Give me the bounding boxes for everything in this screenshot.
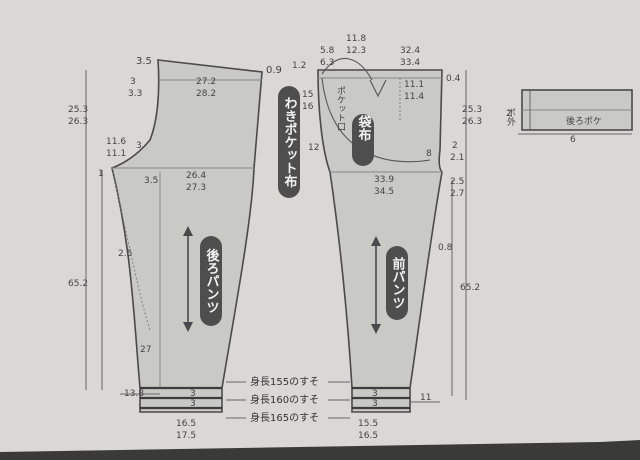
back-length: 65.2 [68,279,88,289]
front-fly-b: 11.4 [404,92,424,102]
back-hem-step-2: 3 [190,399,196,409]
hem-165-label: 身長165のすそ [250,411,319,424]
front-right-c: 2.5 [450,177,464,187]
front-corner-a: 5.8 [320,46,335,56]
back-crotch-b: 11.1 [106,149,126,159]
hem-labels: 身長155のすそ 身長160のすそ 身長165のすそ [226,375,350,424]
back-hip-left: 1 [98,169,104,179]
back-waist-a: 27.2 [196,77,216,87]
back-inseam-curve [111,167,151,331]
back-hem-side: 13.8 [124,389,144,399]
front-hem-step-1: 3 [372,389,378,399]
back-top-left: 3.5 [136,56,152,67]
pocket-bag-label: 袋布 [356,114,373,142]
front-pants-piece [317,58,443,413]
back-crotch-c: 3 [136,141,142,151]
back-hip-a: 26.4 [186,171,206,181]
front-grain-arrow [371,236,381,334]
back-pocket-label: 後ろポケ [566,115,602,127]
front-fly-notch [369,79,387,98]
back-pocket-width: 2 [506,109,512,119]
side-pocket-label: わきポケット布 [282,97,298,189]
front-fly-a: 11.1 [404,80,424,90]
front-hem-a: 15.5 [358,419,378,429]
back-pants-label: 後ろパンツ [204,248,220,314]
front-corner-b: 6.3 [320,58,334,68]
front-hip-b: 34.5 [374,187,394,197]
front-rise-b: 26.3 [462,117,482,127]
front-right-b: 2.1 [450,153,464,163]
back-pocket-side: ポ外 [505,108,516,127]
pocket-bag-label-pill [352,114,374,166]
hem-155-label: 身長155のすそ [250,375,319,388]
front-pocket-depth: 12 [308,143,319,153]
front-pocket-curve [321,58,373,81]
front-pocket-a: 15 [302,90,313,100]
back-hip-b: 27.3 [186,183,206,193]
back-hem-a: 16.5 [176,419,196,429]
front-pants-outline [317,69,443,413]
back-waist-side-a: 3 [130,77,136,87]
front-side-small: 8 [426,149,432,159]
back-rise-a: 25.3 [68,105,88,115]
front-inseam-curve: 0.8 [438,243,453,253]
front-rise-a: 25.3 [462,105,482,115]
front-hip-a: 33.9 [374,175,394,185]
front-corner-left: 1.2 [292,61,306,71]
front-hem-side: 11 [420,393,431,403]
front-top-a: 11.8 [346,34,366,44]
back-hem-b: 17.5 [176,431,196,441]
front-hem-b: 16.5 [358,431,378,441]
pocket-mouth-label: ポケット口 [335,86,346,131]
front-right-a: 2 [452,141,458,151]
front-corner-right: 0.4 [446,74,461,84]
back-waist-b: 28.2 [196,89,216,99]
side-pocket-label-pill [278,86,300,198]
hem-160-label: 身長160のすそ [250,393,319,406]
back-waist-side-b: 3.3 [128,89,142,99]
back-knee: 27 [140,345,151,355]
front-side-b: 33.4 [400,58,420,68]
back-grain-arrow [183,226,193,332]
back-pocket-height: 6 [570,135,576,145]
back-top-right: 0.9 [266,65,282,76]
back-inseam-curve: 2.5 [118,249,132,259]
back-rise-b: 26.3 [68,117,88,127]
front-pants-label-pill [386,246,408,320]
front-hem-step-2: 3 [372,399,378,409]
front-length: 65.2 [460,283,480,293]
front-side-a: 32.4 [400,46,420,56]
back-hip-off: 3.5 [144,176,158,186]
back-crotch-a: 11.6 [106,137,126,147]
back-pants-label-pill [200,236,222,326]
back-pocket-piece: 後ろポケ 2 6 ポ外 [505,89,633,145]
front-top-b: 12.3 [346,46,366,56]
front-pants-label: 前パンツ [390,256,406,309]
front-right-d: 2.7 [450,189,464,199]
front-pocket-b: 16 [302,102,314,112]
back-hem-step-1: 3 [190,389,196,399]
